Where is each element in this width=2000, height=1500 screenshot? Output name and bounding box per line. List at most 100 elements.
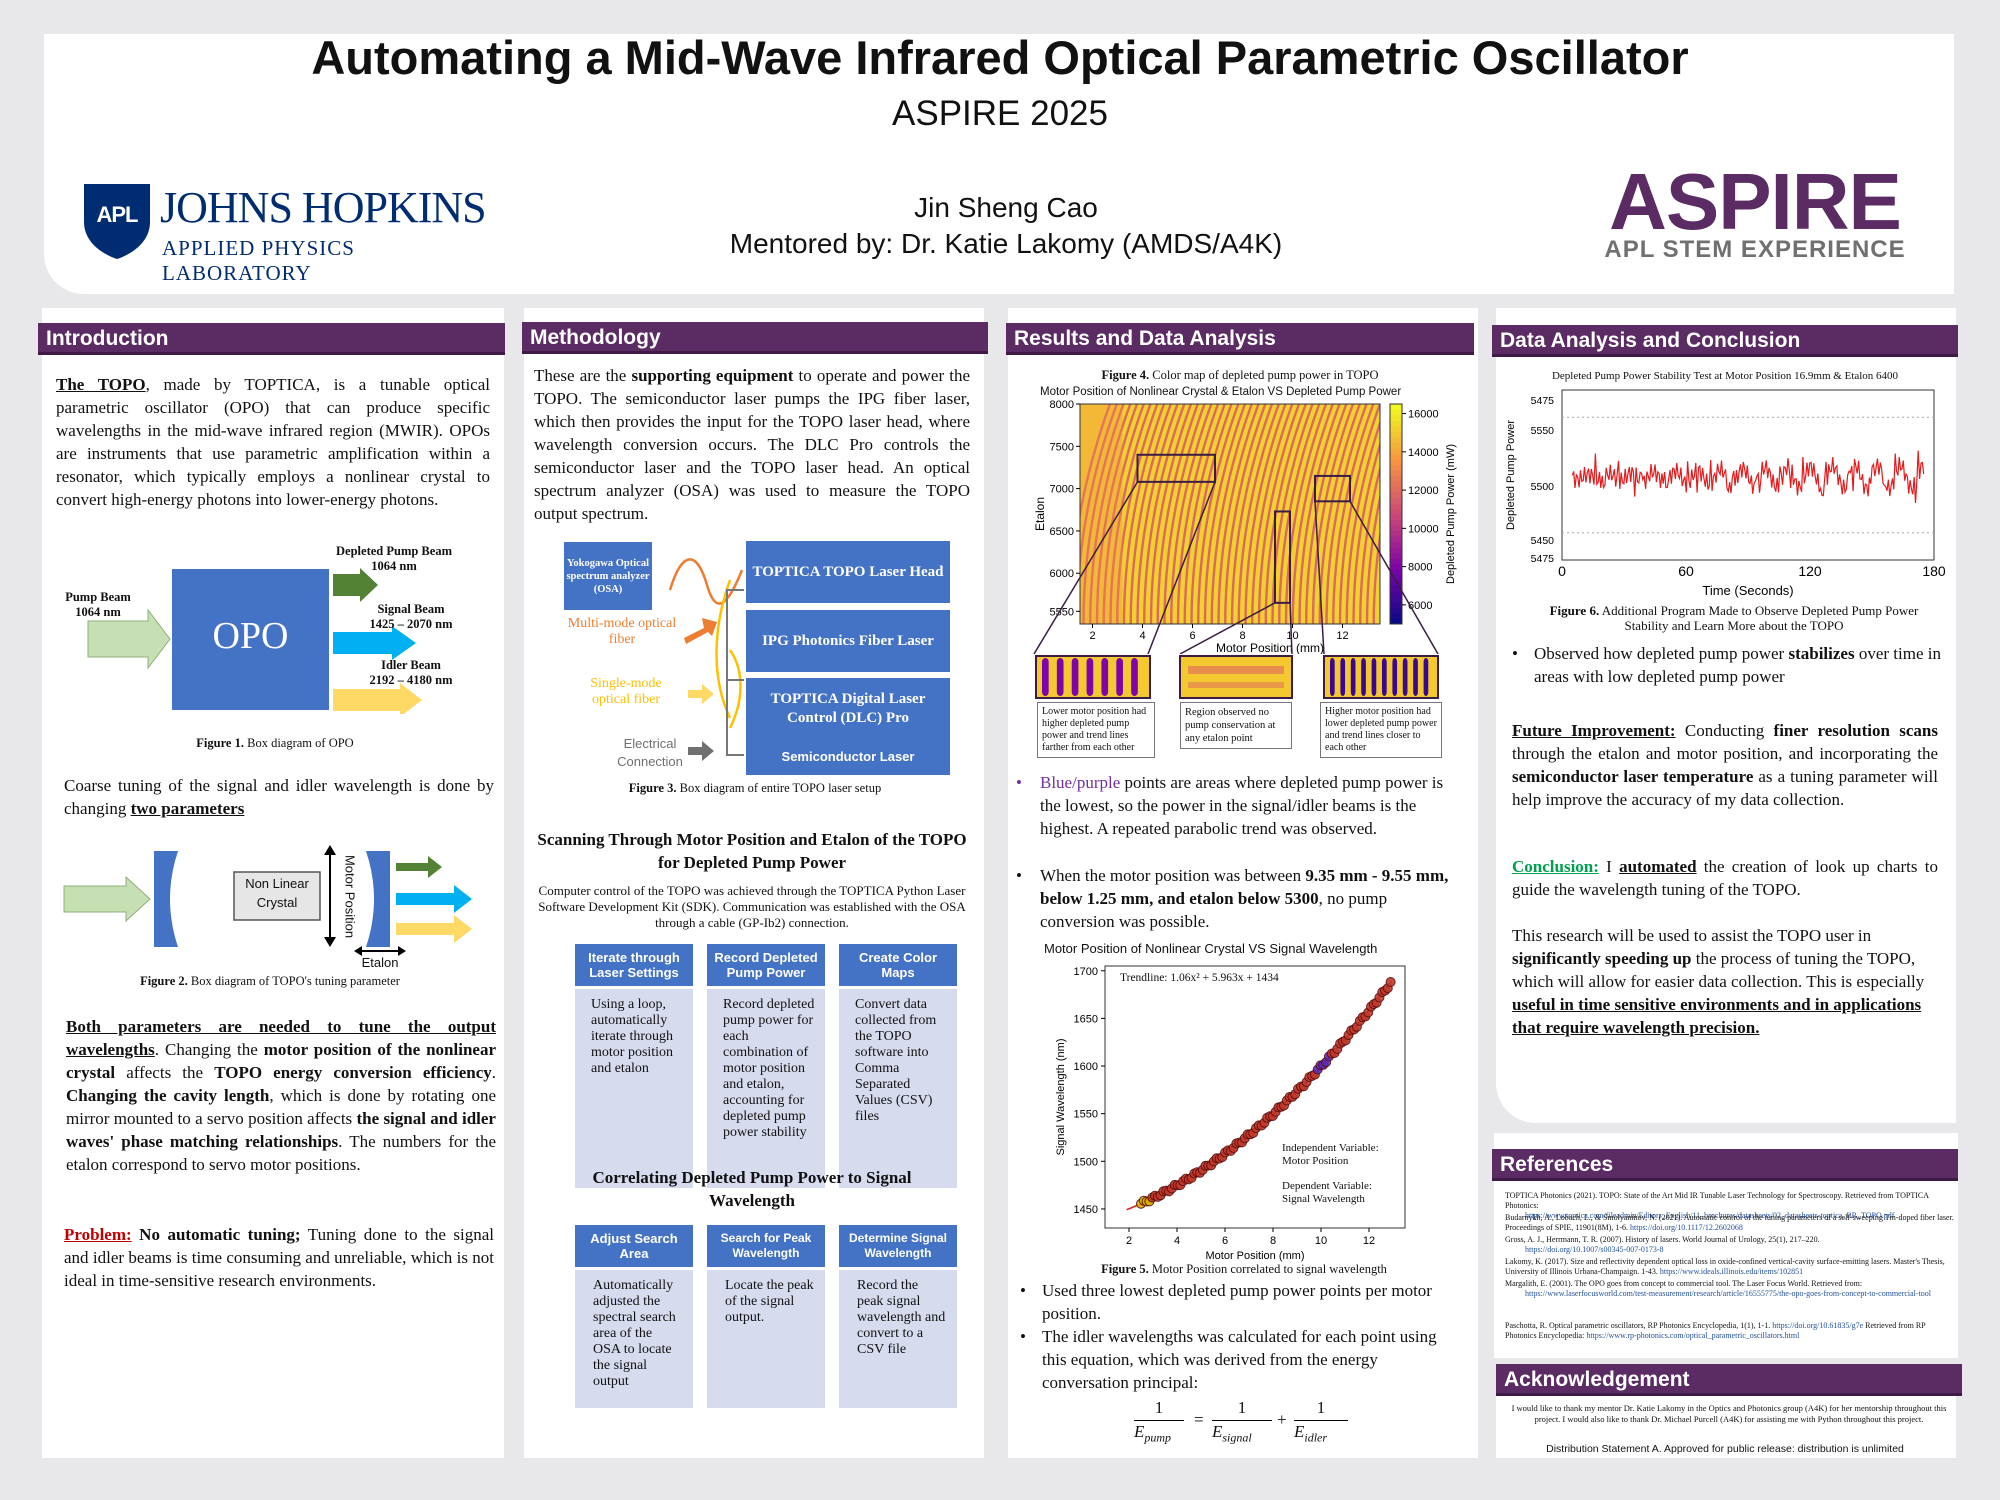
reference-2-link[interactable]: https://doi.org/10.1117/12.2602068 xyxy=(1630,1223,1743,1232)
reference-5: Margalith, E. (2001). The OPO goes from … xyxy=(1505,1279,1932,1298)
stability-ytick: 5450 xyxy=(1531,535,1555,547)
aspire-tagline: APL STEM EXPERIENCE xyxy=(1604,236,1906,263)
signal-ytick: 1500 xyxy=(1074,1156,1098,1168)
scan-section-title: Scanning Through Motor Position and Etal… xyxy=(537,830,967,872)
apl-shield-icon xyxy=(84,184,150,259)
heatmap-xtick: 12 xyxy=(1336,630,1348,642)
reference-1-link[interactable]: https://www.toptica.com/fileadmin/Editor… xyxy=(1525,1211,1895,1220)
conclusion-impact: This research will be used to assist the… xyxy=(1512,926,1925,1037)
colorbar-step xyxy=(1390,591,1402,597)
zoom-fringe xyxy=(1340,658,1346,696)
stability-title: Depleted Pump Power Stability Test at Mo… xyxy=(1551,370,1899,382)
opo-box xyxy=(172,569,329,710)
signal-xlabel: Motor Position (mm) xyxy=(1205,1250,1304,1262)
figure-2-tuning-diagram: Non Linear Crystal Motor Position Etalon xyxy=(62,843,492,973)
heatmap-xtick: 8 xyxy=(1239,630,1245,642)
electrical-legend-arrow xyxy=(688,741,714,761)
event-name: ASPIRE 2025 xyxy=(892,94,1108,133)
signal-xtick: 10 xyxy=(1315,1235,1327,1247)
reference-6-link-2[interactable]: https://www.rp-photonics.com/optical_par… xyxy=(1586,1331,1800,1340)
scatter-point xyxy=(1385,977,1396,987)
variable-annotation: Independent Variable:Motor Position Depe… xyxy=(1282,1142,1379,1205)
zoom-fringe xyxy=(1131,658,1138,696)
opo-label: OPO xyxy=(212,615,289,657)
colorbar-step xyxy=(1390,541,1402,548)
zoom-fringe xyxy=(1188,682,1284,688)
aspire-wordmark: ASPIRE xyxy=(1609,157,1902,246)
figure-5-caption: Figure 5. Motor Position correlated to s… xyxy=(1101,1262,1387,1276)
depleted-beam-arrow xyxy=(333,568,378,602)
signal-xtick: 4 xyxy=(1174,1235,1180,1247)
step-determine-signal: Determine Signal Wavelength Record the p… xyxy=(839,1225,957,1408)
colorbar-step xyxy=(1390,492,1402,498)
colorbar-step xyxy=(1390,569,1402,575)
highlight-box-low xyxy=(1136,453,1216,483)
singlemode-label: Single-mode optical fiber xyxy=(590,676,662,707)
reference-4-link[interactable]: https://www.ideals.illinois.edu/items/10… xyxy=(1659,1267,1804,1276)
zoom-fringe xyxy=(1350,658,1356,696)
reference-5-link[interactable]: https://www.laserfocusworld.com/test-mea… xyxy=(1525,1289,1932,1298)
zoom-fringe xyxy=(1188,666,1284,674)
signal-ytick: 1550 xyxy=(1074,1109,1098,1121)
crystal-box xyxy=(233,871,321,921)
colorbar-step xyxy=(1390,464,1402,471)
stability-xtick: 0 xyxy=(1558,563,1566,579)
heatmap-xtick: 10 xyxy=(1286,630,1298,642)
highlight-box-high xyxy=(1314,474,1351,503)
figure-3-setup-diagram: Yokogawa Optical spectrum analyzer (OSA)… xyxy=(562,540,962,776)
colorbar-step xyxy=(1390,580,1402,586)
conclusion-bullet-1: •Observed how depleted pump power stabil… xyxy=(1512,644,1941,686)
stability-ylabel: Depleted Pump Power xyxy=(1505,420,1517,530)
colorbar-step xyxy=(1390,409,1402,416)
reference-6-link[interactable]: https://doi.org/10.61835/g7e xyxy=(1772,1321,1864,1330)
zoom-fringe xyxy=(1330,658,1335,696)
reference-3-link[interactable]: https://doi.org/10.1007/s00345-007-0173-… xyxy=(1525,1245,1664,1254)
colorbar-step xyxy=(1390,574,1402,581)
colorbar-step xyxy=(1390,602,1402,608)
intro-heading: Introduction xyxy=(38,323,505,355)
reference-4: Lakomy, K. (2017). Size and reflectivity… xyxy=(1505,1257,1945,1276)
colorbar-step xyxy=(1390,525,1402,531)
jhu-apl-logo: APL JOHNS HOPKINS APPLIED PHYSICS LABORA… xyxy=(82,182,502,285)
colorbar-step xyxy=(1390,607,1402,614)
etalon-label: Etalon xyxy=(361,955,399,970)
semiconductor-laser-box: Semiconductor Laser xyxy=(746,737,950,775)
zoom-fringe xyxy=(1071,658,1079,696)
reference-1: TOPTICA Photonics (2021). TOPO: State of… xyxy=(1505,1191,1929,1220)
heatmap-ylabel: Etalon xyxy=(1033,497,1047,531)
step-iterate: Iterate through Laser Settings Using a l… xyxy=(575,944,693,1188)
apl-mark: APL xyxy=(96,202,139,227)
results-bullet-4: •The idler wavelengths was calculated fo… xyxy=(1020,1327,1437,1392)
energy-equation: 1 Epump = 1 Esignal + 1 Eidler xyxy=(1134,1398,1354,1448)
heatmap-xtick: 4 xyxy=(1139,630,1145,642)
colorbar-tick: 12000 xyxy=(1408,485,1439,497)
zoom-fringe xyxy=(1392,658,1398,696)
colorbar-step xyxy=(1390,508,1402,515)
motor-label: Motor Position xyxy=(342,854,358,939)
zoom-fringe xyxy=(1101,658,1109,696)
conclusion-statement: Conclusion: I automated the creation of … xyxy=(1512,857,1938,899)
results-bullet-2: •When the motor position was between 9.3… xyxy=(1016,866,1449,931)
singlemode-legend-arrow xyxy=(688,684,714,704)
ipg-laser-box: IPG Photonics Fiber Laser xyxy=(746,610,950,672)
colorbar-step xyxy=(1390,486,1402,493)
heatmap-ytick: 7000 xyxy=(1050,484,1074,496)
topo-head-box: TOPTICA TOPO Laser Head xyxy=(746,541,950,603)
signal-chart-title: Motor Position of Nonlinear Crystal VS S… xyxy=(1044,941,1378,956)
step-colormaps: Create Color Maps Convert data collected… xyxy=(839,944,957,1188)
signal-beam-arrow xyxy=(333,626,416,660)
highlight-box-gap xyxy=(1274,510,1291,604)
stability-xtick: 180 xyxy=(1922,563,1946,579)
zoom-fringe xyxy=(1361,658,1366,696)
colorbar-step xyxy=(1390,547,1402,553)
heatmap-xlabel: Motor Position (mm) xyxy=(1216,641,1324,654)
